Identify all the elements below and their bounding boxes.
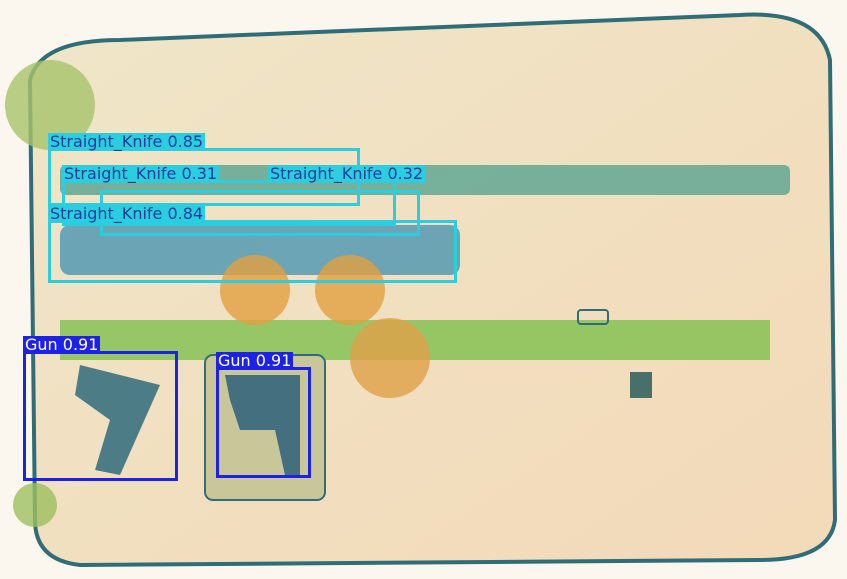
detection-box-straight-knife: Straight_Knife 0.31 xyxy=(62,165,396,226)
detection-label: Gun 0.91 xyxy=(216,351,294,370)
detection-label: Straight_Knife 0.85 xyxy=(48,132,206,151)
detection-label: Gun 0.91 xyxy=(23,335,101,354)
detection-label: Straight_Knife 0.32 xyxy=(268,164,426,183)
detection-box-gun: Gun 0.91 xyxy=(216,352,311,478)
detection-box-gun: Gun 0.91 xyxy=(23,336,178,481)
detection-box-straight-knife: Straight_Knife 0.84 xyxy=(48,205,457,283)
detection-label: Straight_Knife 0.84 xyxy=(48,204,206,223)
detection-label: Straight_Knife 0.31 xyxy=(62,164,220,183)
